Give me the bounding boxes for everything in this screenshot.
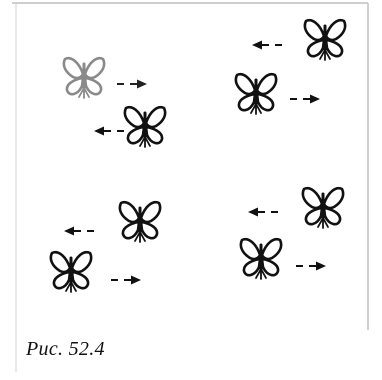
dashed-arrow-right-icon [289, 93, 321, 105]
dashed-arrow-right-icon [110, 274, 142, 286]
figure-caption: Рис. 52.4 [26, 338, 105, 360]
butterfly-icon [123, 105, 167, 149]
butterfly-icon [301, 186, 345, 230]
butterfly-icon [239, 237, 283, 281]
dashed-arrow-right-icon [116, 78, 148, 90]
butterfly-icon [234, 72, 278, 116]
butterfly-icon [49, 250, 93, 294]
butterfly-icon [62, 56, 106, 100]
dashed-arrow-right-icon [295, 260, 327, 272]
dashed-arrow-left-icon [63, 225, 95, 237]
dashed-arrow-left-icon [247, 206, 279, 218]
butterfly-icon [303, 18, 347, 62]
group-bottom-left [49, 200, 162, 294]
group-bottom-right [239, 186, 345, 281]
butterfly-icon [118, 200, 162, 244]
group-top-right [234, 18, 347, 116]
dashed-arrow-left-icon [93, 125, 125, 137]
group-top-left [62, 56, 167, 149]
dashed-arrow-left-icon [251, 39, 283, 51]
